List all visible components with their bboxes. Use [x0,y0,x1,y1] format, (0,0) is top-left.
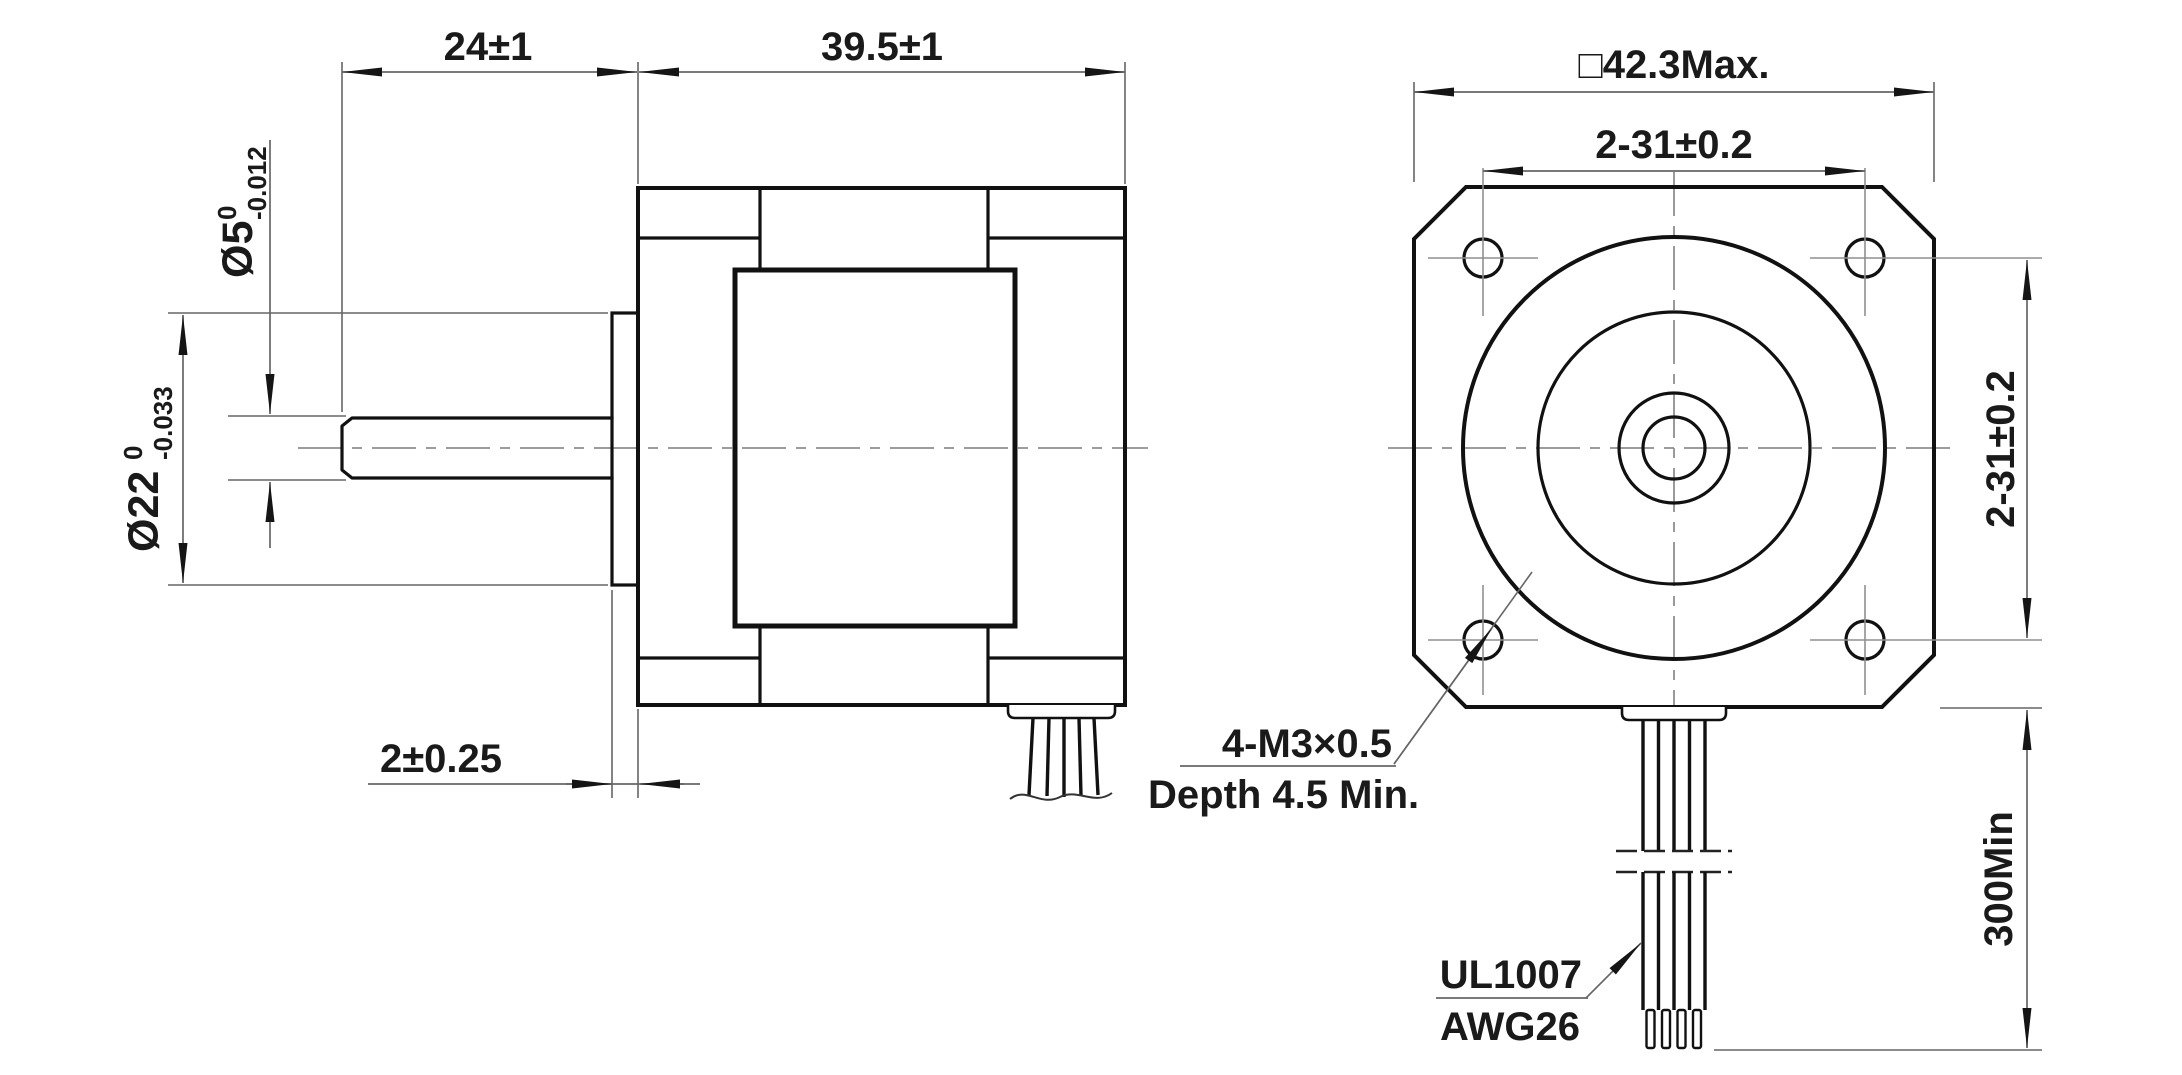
svg-text:-0.033: -0.033 [148,386,178,460]
dim-text-body-size: □42.3Max. [1579,43,1770,87]
svg-text:Ø5: Ø5 [214,221,262,278]
side-view-dimensions: 24±1 39.5±1 Ø5 0 -0.012 Ø22 0 -0.033 2±0… [118,25,1126,798]
lead-wires-front-upper [1641,720,1707,851]
dim-text-shaft-diameter: Ø5 0 -0.012 [212,146,272,278]
mounting-note-line2: Depth 4.5 Min. [1148,773,1419,817]
lead-wires-side [1027,717,1100,797]
wire-exit-cap-side [1006,705,1117,720]
front-view-dimensions: □42.3Max. 2-31±0.2 2-31±0.2 300Min 4-M3×… [1148,43,2042,1051]
dim-text-shaft-length: 24±1 [444,25,533,69]
dim-text-body-length: 39.5±1 [821,25,943,69]
mounting-note-line1: 4-M3×0.5 [1222,722,1392,766]
wire-break-squiggle [1009,792,1113,801]
motor-shaft [340,416,614,480]
mounting-note-leader-arrow [1393,627,1493,765]
dim-text-hole-spacing-vertical: 2-31±0.2 [1979,370,2023,528]
side-view [298,186,1148,801]
lead-wires-front-lower [1641,872,1707,1010]
face-circle [1461,235,1887,661]
dim-text-pilot-height: 2±0.25 [380,737,502,781]
dim-text-hole-spacing-horizontal: 2-31±0.2 [1595,123,1753,167]
wire-exit-cap-front [1620,707,1728,722]
pilot-boss [610,311,640,587]
svg-text:0: 0 [212,206,242,220]
stator-stack-outline [732,267,1018,629]
lead-wire-note-leader-arrow [1585,942,1642,999]
svg-text:Ø22: Ø22 [120,471,168,552]
dim-text-lead-length: 300Min [1977,811,2021,947]
shaft-circle [1641,415,1707,481]
dim-text-pilot-diameter: Ø22 0 -0.033 [118,386,178,552]
lead-wire-note-line2: AWG26 [1440,1005,1580,1049]
pilot-boss-circle [1536,310,1812,586]
faceplate-outline [1412,185,1936,709]
mounting-hole-crosshairs [1428,168,2042,695]
bare-wire-tips [1645,1008,1703,1050]
lead-wire-note-line1: UL1007 [1440,953,1582,997]
svg-text:0: 0 [118,446,148,460]
front-view [1388,168,2042,1050]
bearing-hub-circle [1617,391,1731,505]
svg-text:-0.012: -0.012 [242,146,272,220]
